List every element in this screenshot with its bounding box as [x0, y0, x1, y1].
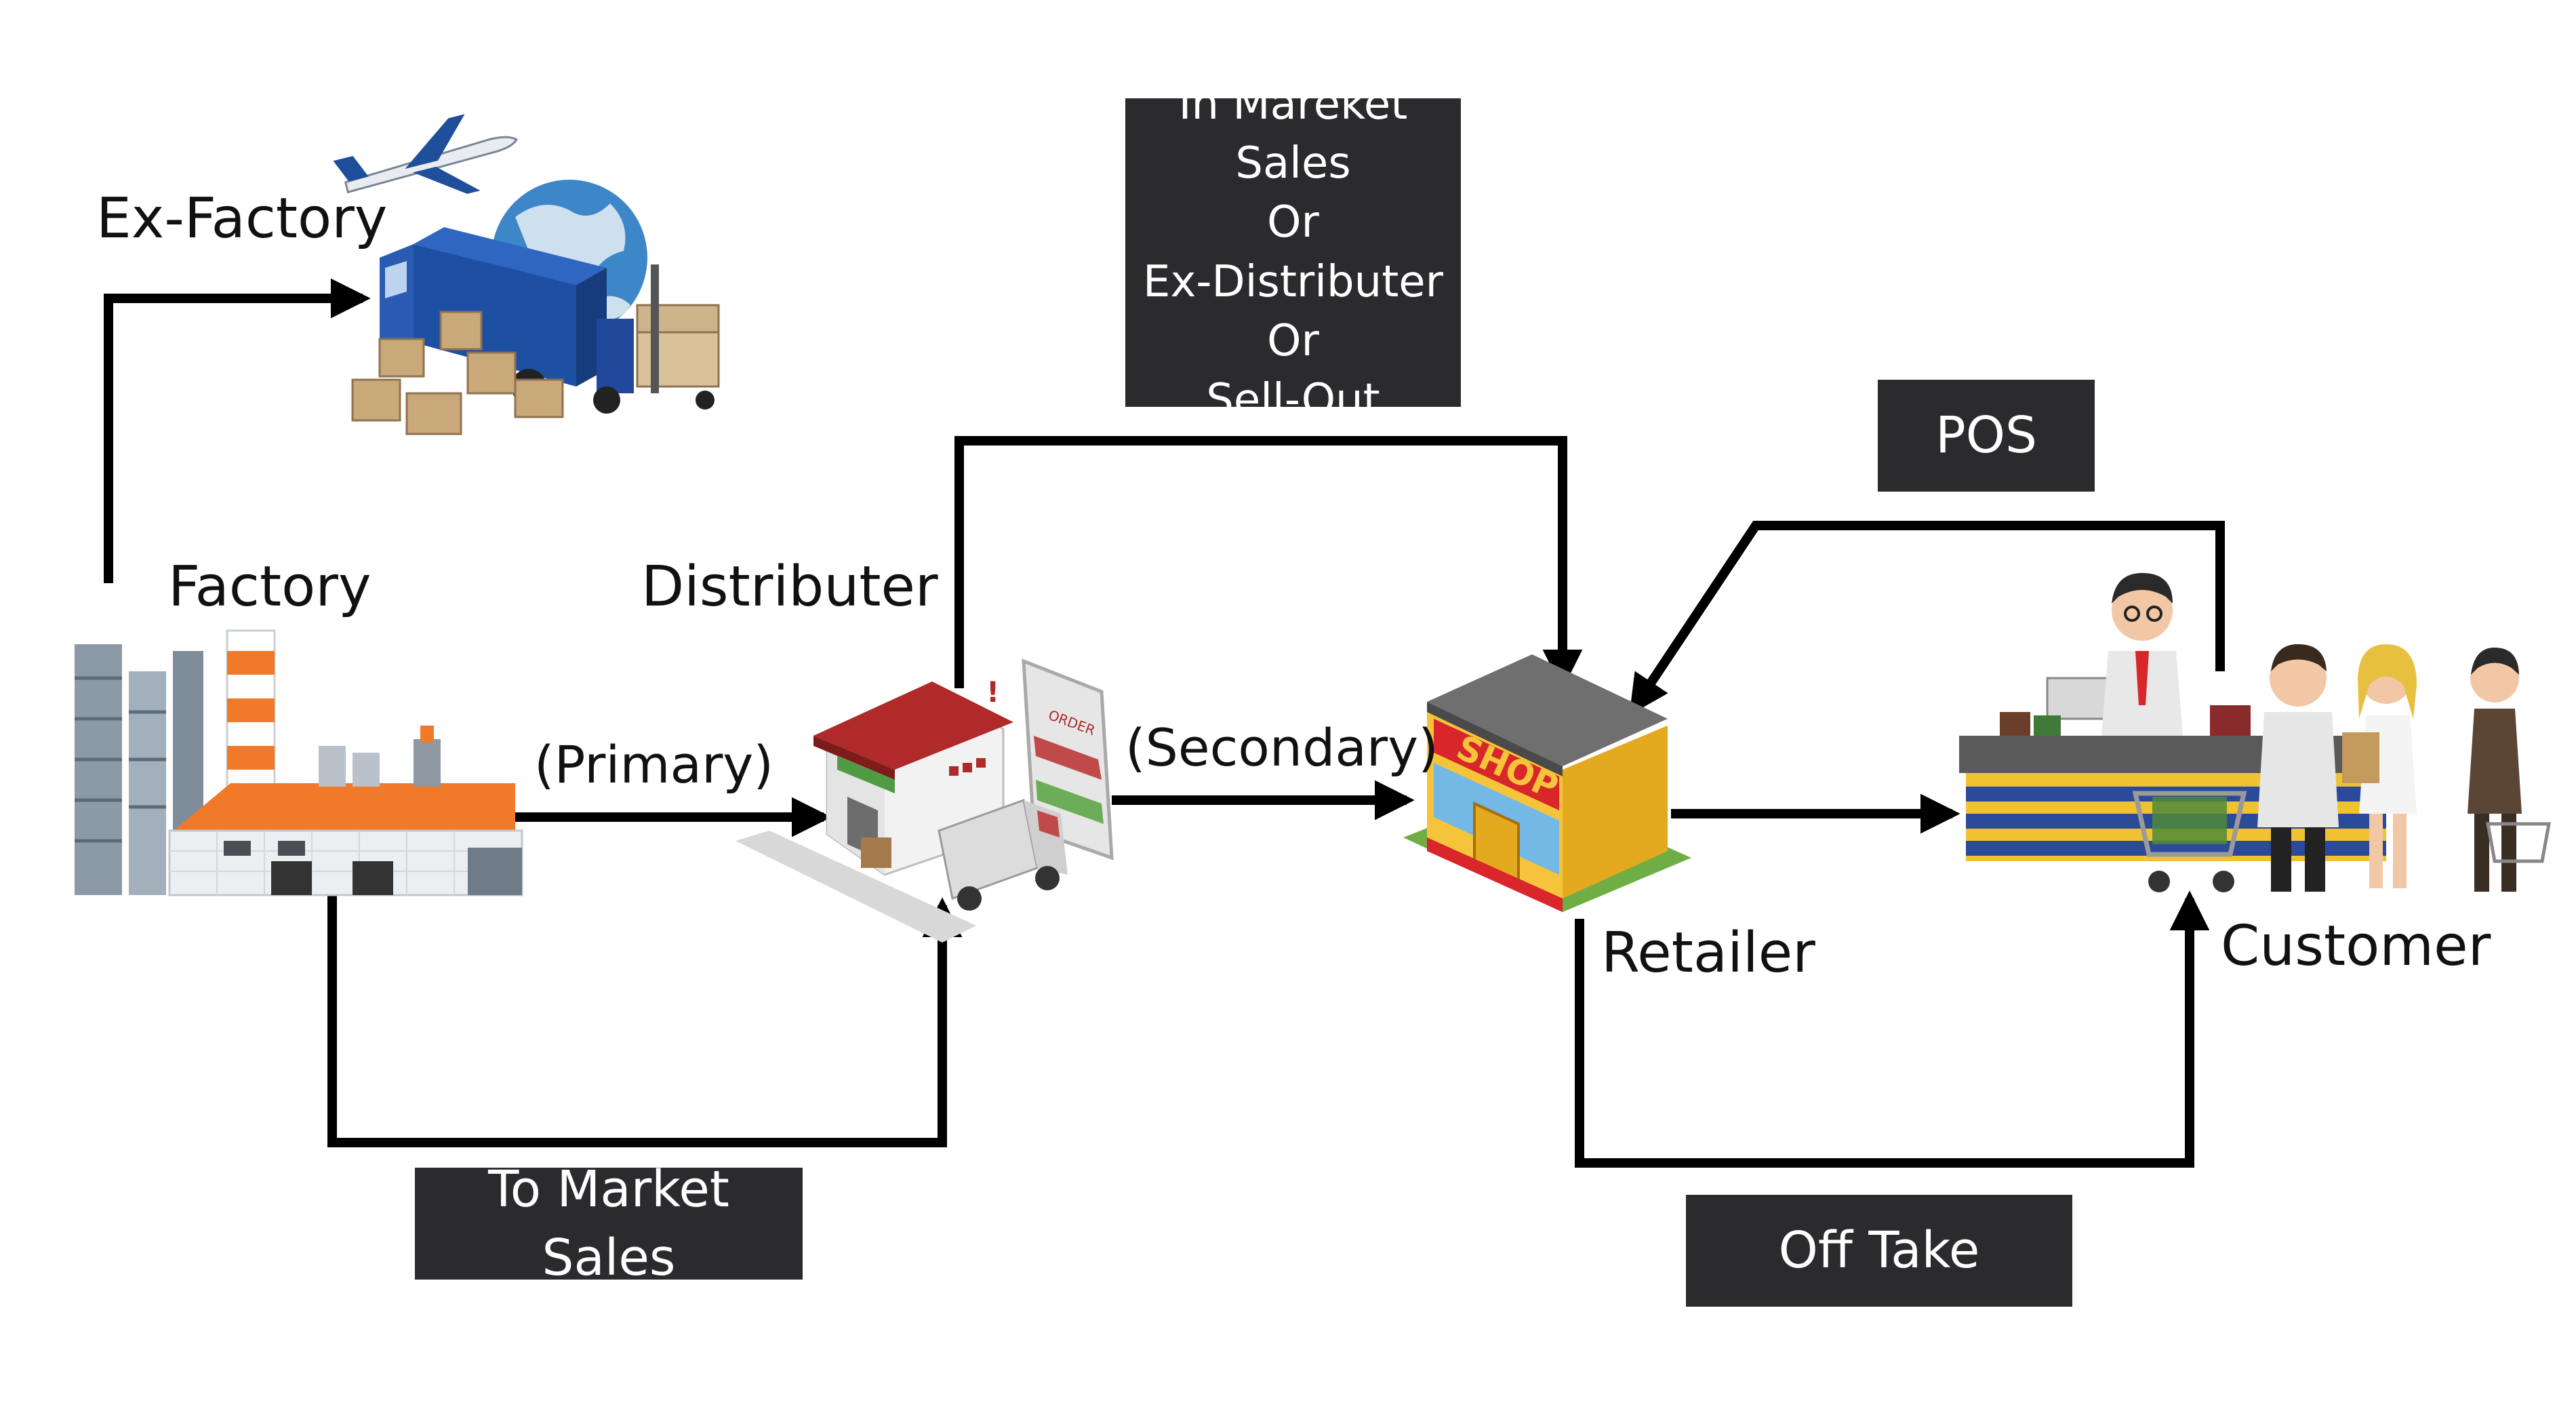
pos-box: POS [1878, 380, 2095, 492]
factory-icon [75, 629, 523, 896]
arrow-pos [1629, 521, 2225, 715]
distributer-warehouse-icon: ORDER ! [736, 658, 1114, 943]
customer-label: Customer [2221, 914, 2491, 978]
secondary-label: (Secondary) [1125, 717, 1438, 778]
arrow-to-market-sales [327, 895, 963, 1147]
customer-checkout-icon [1959, 573, 2551, 892]
in-market-sales-box: In Mareket Sales Or Ex-Distributer Or Se… [1125, 79, 1461, 425]
arrow-factory-to-exfactory [104, 278, 371, 583]
primary-label: (Primary) [534, 734, 773, 795]
arrow-off-take [1575, 890, 2210, 1168]
in-market-line-5: Sell-Out [1206, 374, 1380, 425]
off-take-box: Off Take [1686, 1195, 2072, 1307]
arrow-in-market-sales [954, 436, 1583, 690]
retailer-label: Retailer [1601, 921, 1815, 985]
in-market-line-1: In Mareket Sales [1178, 79, 1408, 189]
ex-factory-logistics-icon [333, 114, 720, 435]
svg-text:!: ! [986, 675, 999, 709]
retailer-shop-icon: SHOP [1403, 654, 1691, 912]
in-market-line-2: Or [1267, 197, 1319, 248]
factory-label: Factory [168, 555, 371, 619]
in-market-line-4: Or [1267, 315, 1319, 366]
in-market-line-3: Ex-Distributer [1143, 256, 1443, 307]
ex-factory-label: Ex-Factory [96, 186, 388, 251]
to-market-sales-box: To Market Sales [415, 1160, 803, 1287]
distributer-label: Distributer [641, 555, 938, 619]
